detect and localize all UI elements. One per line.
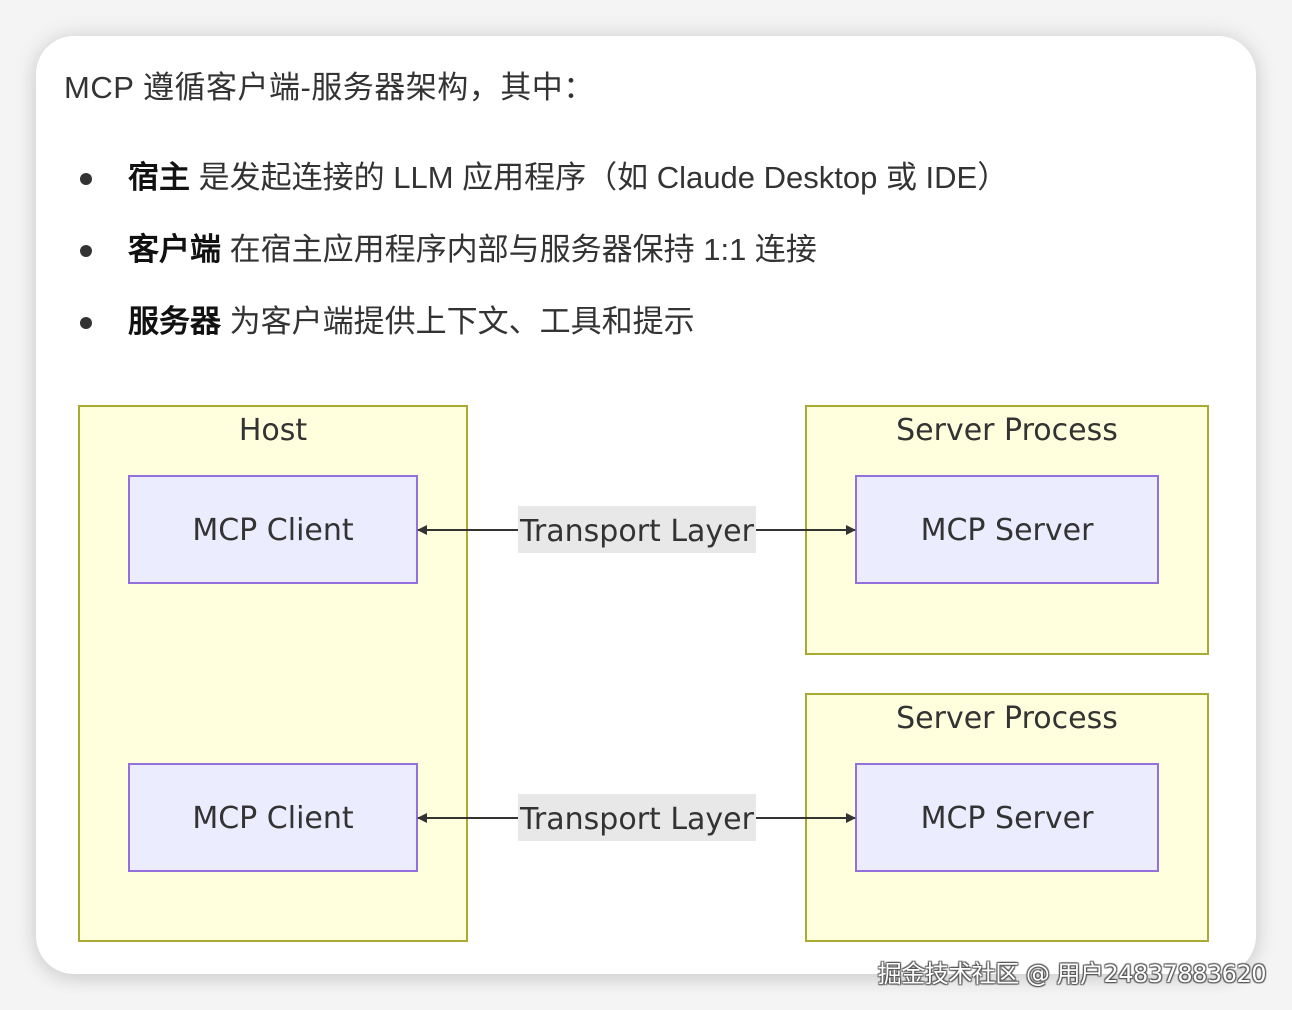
term-host: 宿主 xyxy=(128,160,190,195)
desc-client: 在宿主应用程序内部与服务器保持 1:1 连接 xyxy=(221,232,817,267)
mcp-server-box-1 xyxy=(855,475,1159,584)
server-process-title-2: Server Process xyxy=(896,701,1118,736)
intro-text: MCP 遵循客户端-服务器架构，其中： xyxy=(64,70,595,105)
transport-edge-2: Transport Layer xyxy=(417,794,856,841)
watermark: 掘金技术社区 @ 用户24837883620 xyxy=(877,960,1267,988)
host-title: Host xyxy=(239,413,308,448)
transport-layer-label-2: Transport Layer xyxy=(519,802,755,837)
mcp-client-box-2 xyxy=(128,763,418,872)
term-client: 客户端 xyxy=(128,232,221,267)
mcp-server-box-2 xyxy=(855,763,1159,872)
mcp-client-label-1: MCP Client xyxy=(192,513,354,548)
list-item-host: 宿主 是发起连接的 LLM 应用程序（如 Claude Desktop 或 ID… xyxy=(78,156,1008,228)
desc-server: 为客户端提供上下文、工具和提示 xyxy=(221,304,695,339)
mcp-client-label-2: MCP Client xyxy=(192,801,354,836)
role-list: 宿主 是发起连接的 LLM 应用程序（如 Claude Desktop 或 ID… xyxy=(78,156,1008,372)
bullet-icon xyxy=(80,173,92,185)
edge-label-bg-2 xyxy=(518,794,756,841)
mcp-server-label-2: MCP Server xyxy=(921,801,1095,836)
mcp-client-box-1 xyxy=(128,475,418,584)
edge-label-bg-1 xyxy=(518,506,756,553)
mcp-client-node-1: MCP Client xyxy=(128,475,418,584)
mcp-client-node-2: MCP Client xyxy=(128,763,418,872)
desc-host: 是发起连接的 LLM 应用程序（如 Claude Desktop 或 IDE） xyxy=(190,160,1009,195)
list-item-client: 客户端 在宿主应用程序内部与服务器保持 1:1 连接 xyxy=(78,228,1008,300)
server-process-cluster-1: Server Process MCP Server xyxy=(805,405,1209,655)
transport-edge-1: Transport Layer xyxy=(417,506,856,553)
term-server: 服务器 xyxy=(128,304,221,339)
server-process-cluster-2: Server Process MCP Server xyxy=(805,693,1209,942)
server-process-title-1: Server Process xyxy=(896,413,1118,448)
bullet-icon xyxy=(80,317,92,329)
mcp-server-label-1: MCP Server xyxy=(921,513,1095,548)
list-item-server: 服务器 为客户端提供上下文、工具和提示 xyxy=(78,300,1008,372)
transport-layer-label-1: Transport Layer xyxy=(519,514,755,549)
bullet-icon xyxy=(80,245,92,257)
